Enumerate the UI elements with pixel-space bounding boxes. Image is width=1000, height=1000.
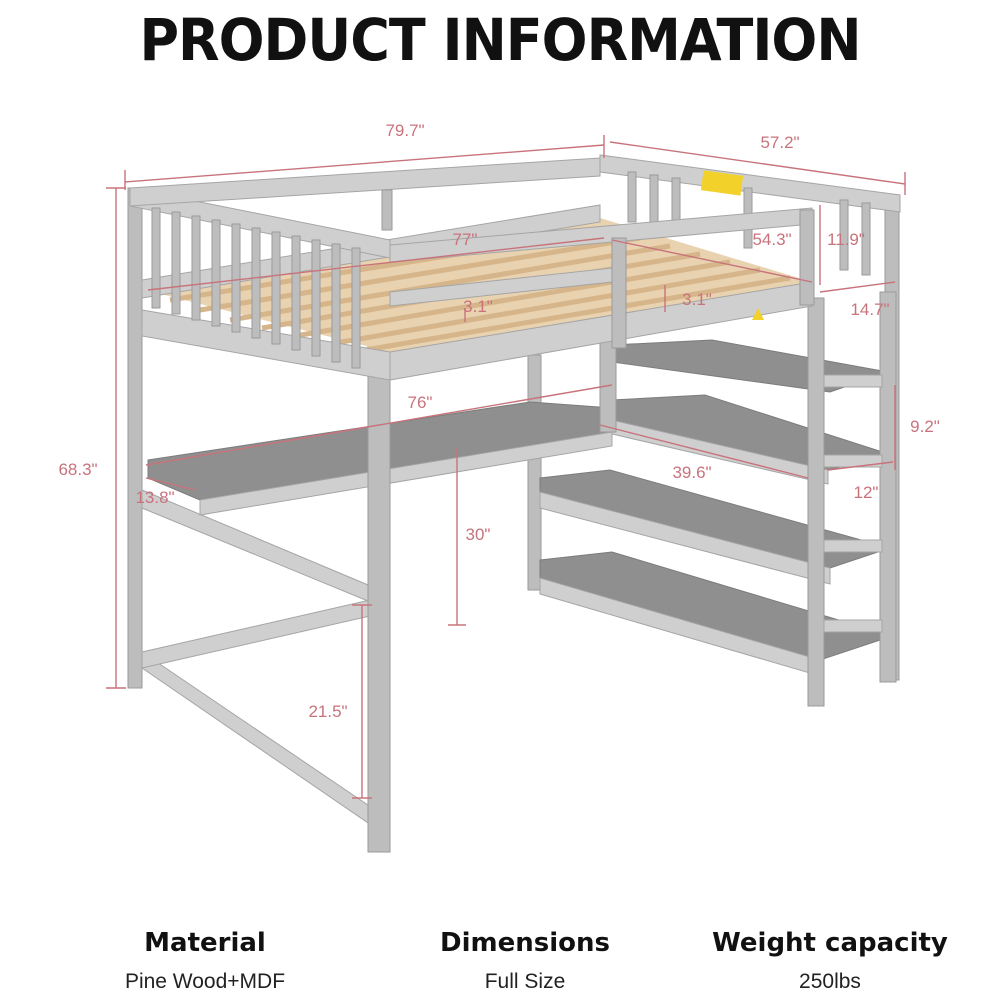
shelf-bottom [539, 551, 894, 661]
spec-material-value: Pine Wood+MDF [124, 970, 286, 993]
middle-post [527, 354, 542, 591]
dim-desk-height: 30" [466, 525, 491, 544]
dim-overall-length: 79.7" [385, 121, 424, 140]
bottom-back-rail [141, 599, 371, 669]
dim-overall-width: 57.2" [760, 133, 799, 152]
dim-desk-depth: 13.8" [135, 488, 174, 507]
spec-weight-value: 250lbs [799, 970, 861, 993]
ladder-top-post [799, 209, 815, 306]
ladder-rung-2 [823, 454, 883, 468]
dim-inner-length: 77" [453, 230, 478, 249]
back-guardrail-top [129, 157, 601, 207]
desk-front-edge [199, 431, 613, 516]
dim-shelf-depth: 12" [854, 483, 879, 502]
side-mid-rail [141, 489, 381, 607]
caution-triangle-icon [752, 308, 764, 320]
dim-overall-height: 68.3" [58, 460, 97, 479]
bottom-side-rail [141, 651, 391, 839]
dim-bottom-clearance: 21.5" [308, 702, 347, 721]
dim-ladder-width: 14.7" [850, 300, 889, 319]
dim-guardrail-height: 11.9" [827, 230, 865, 249]
right-guardrail-top [599, 154, 901, 213]
spec-material: Material Pine Wood+MDF [90, 928, 320, 994]
ladder-front-post [807, 297, 825, 707]
back-left-post [127, 187, 143, 689]
dim-shelf-length: 39.6" [672, 463, 711, 482]
dim-inner-width: 54.3" [752, 230, 791, 249]
spec-dimensions: Dimensions Full Size [400, 928, 650, 994]
spec-weight-heading: Weight capacity [712, 928, 948, 958]
ladder-rung-3 [823, 539, 883, 553]
dim-slat-gap-a: 3.1" [463, 297, 493, 316]
ladder-rung-4 [823, 619, 883, 633]
dimension-lines [106, 135, 906, 799]
spec-dimensions-heading: Dimensions [440, 928, 610, 958]
spec-weight-capacity: Weight capacity 250lbs [700, 928, 960, 994]
shelf-third-edge [539, 491, 831, 585]
front-guardrail-post [611, 237, 627, 349]
dim-shelf-gap: 9.2" [910, 417, 940, 436]
dim-slat-gap-b: 3.1" [682, 290, 712, 309]
warning-label [700, 170, 744, 196]
page-title: PRODUCT INFORMATION [139, 6, 861, 75]
left-guardrail-spindles [151, 207, 361, 369]
bed-right-rail [389, 281, 813, 381]
back-guardrail-post [381, 189, 393, 231]
shelf-third [539, 469, 892, 569]
ladder-rung-1 [823, 374, 883, 388]
dim-desk-length: 76" [408, 393, 433, 412]
spec-dimensions-value: Full Size [484, 970, 566, 993]
spec-material-heading: Material [144, 928, 266, 958]
ladder-back-post [879, 291, 897, 683]
